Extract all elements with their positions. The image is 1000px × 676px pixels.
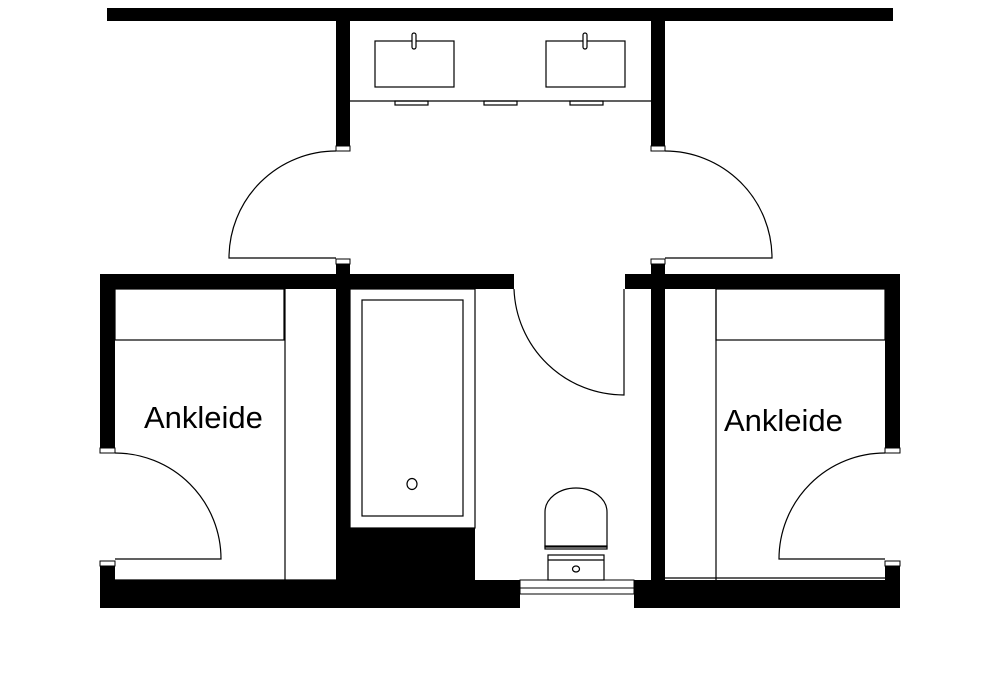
bathtub-inner bbox=[361, 299, 464, 517]
jamb-left-dressing-upper bbox=[99, 447, 116, 454]
drawer-handle-2 bbox=[483, 100, 518, 106]
toilet-seat-line bbox=[544, 545, 608, 550]
walls bbox=[100, 8, 900, 608]
left-partition-wall bbox=[336, 274, 350, 608]
bath-top-wall-left bbox=[336, 274, 514, 289]
left-dressing-door-swing bbox=[114, 452, 222, 560]
right-dressing-door-swing bbox=[778, 452, 886, 560]
bottom-wall-right bbox=[634, 580, 900, 608]
toilet-bowl bbox=[544, 487, 608, 548]
niche-right-wall-upper bbox=[651, 21, 665, 149]
right-wardrobe-top bbox=[715, 288, 886, 341]
jamb-niche-right-upper bbox=[650, 145, 666, 152]
bath-service-block bbox=[350, 528, 475, 580]
niche-left-wall-stub bbox=[336, 262, 350, 276]
left-wardrobe-top bbox=[114, 288, 285, 341]
jamb-niche-left-upper bbox=[335, 145, 351, 152]
right-partition-wall bbox=[651, 274, 665, 608]
left-outer-wall-upper bbox=[100, 274, 115, 452]
right-dressing-label: Ankleide bbox=[724, 403, 843, 438]
niche-left-door-swing bbox=[228, 150, 337, 259]
right-dressing-furniture bbox=[665, 288, 886, 580]
jamb-niche-left-lower bbox=[335, 258, 351, 265]
toilet bbox=[544, 487, 608, 581]
right-dressing-top-wall bbox=[665, 274, 900, 289]
toilet-flush-button bbox=[571, 565, 581, 573]
left-dressing-top-wall bbox=[100, 274, 336, 289]
niche-right-door-swing bbox=[664, 150, 773, 259]
jamb-right-dressing-lower bbox=[884, 560, 901, 567]
jamb-left-dressing-lower bbox=[99, 560, 116, 567]
drawer-handle-3 bbox=[569, 100, 604, 106]
bathtub bbox=[349, 288, 476, 529]
left-dressing-label: Ankleide bbox=[144, 400, 263, 435]
bathtub-outer bbox=[349, 288, 476, 529]
bathroom-door-swing bbox=[513, 288, 625, 396]
drawer-handle-1 bbox=[394, 100, 429, 106]
niche-left-wall-upper bbox=[336, 21, 350, 149]
jamb-niche-right-lower bbox=[650, 258, 666, 265]
vanity bbox=[350, 32, 651, 106]
door-jambs bbox=[99, 145, 901, 567]
top-wall bbox=[107, 8, 893, 21]
doors bbox=[114, 150, 886, 560]
bathroom-threshold bbox=[519, 579, 635, 595]
sink-right bbox=[545, 32, 626, 88]
bottom-wall-left bbox=[100, 580, 520, 608]
bathtub-drain bbox=[406, 477, 418, 491]
jamb-right-dressing-upper bbox=[884, 447, 901, 454]
toilet-cistern bbox=[547, 554, 605, 581]
left-dressing-furniture bbox=[114, 288, 336, 581]
sink-left bbox=[374, 32, 455, 88]
right-outer-wall-upper bbox=[885, 274, 900, 452]
niche-right-wall-stub bbox=[651, 262, 665, 276]
